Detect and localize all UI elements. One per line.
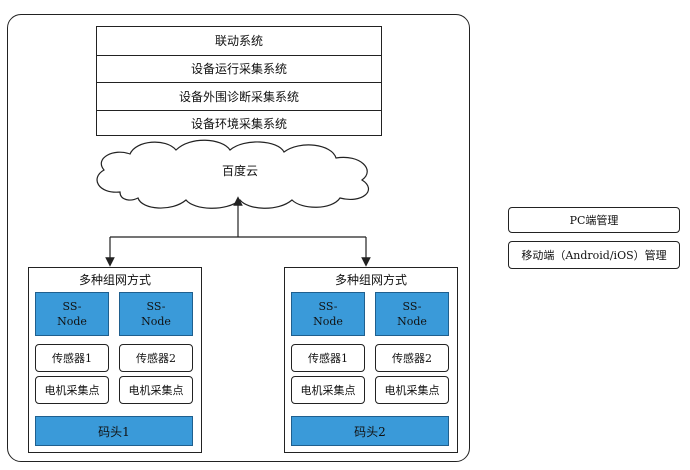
network-cluster-2: 多种组网方式 SS- Node SS- Node 传感器1 传感器2 电机采集点…: [284, 267, 458, 453]
dock-bar: 码头1: [35, 416, 193, 446]
dock-bar: 码头2: [291, 416, 449, 446]
pc-management-box: PC端管理: [508, 207, 680, 233]
system-operation-collection: 设备运行采集系统: [97, 54, 381, 83]
ss-node-box: SS- Node: [375, 292, 449, 336]
cloud-icon: [96, 139, 370, 209]
system-linkage: 联动系统: [214, 34, 263, 49]
motor-collection-box: 电机采集点: [375, 376, 449, 404]
ss-node-box: SS- Node: [291, 292, 365, 336]
motor-collection-box: 电机采集点: [35, 376, 109, 404]
ss-node-box: SS- Node: [119, 292, 193, 336]
ss-node-box: SS- Node: [35, 292, 109, 336]
sensor-box: 传感器2: [119, 344, 193, 372]
cluster-title: 多种组网方式: [78, 272, 151, 287]
sensor-box: 传感器2: [375, 344, 449, 372]
motor-collection-box: 电机采集点: [119, 376, 193, 404]
cluster-title: 多种组网方式: [334, 272, 407, 287]
sensor-box: 传感器1: [291, 344, 365, 372]
sensor-box: 传感器1: [35, 344, 109, 372]
cloud-label: 百度云: [221, 163, 258, 178]
motor-collection-box: 电机采集点: [291, 376, 365, 404]
system-frame: [7, 14, 470, 462]
system-environment-collection: 设备环境采集系统: [97, 109, 381, 138]
system-peripheral-diagnosis: 设备外围诊断采集系统: [97, 82, 381, 110]
mobile-management-box: 移动端（Android/iOS）管理: [508, 241, 680, 269]
network-cluster-1: 多种组网方式 SS- Node SS- Node 传感器1 传感器2 电机采集点…: [28, 267, 202, 453]
systems-stack: 联动系统 设备运行采集系统 设备外围诊断采集系统 设备环境采集系统: [96, 26, 382, 136]
